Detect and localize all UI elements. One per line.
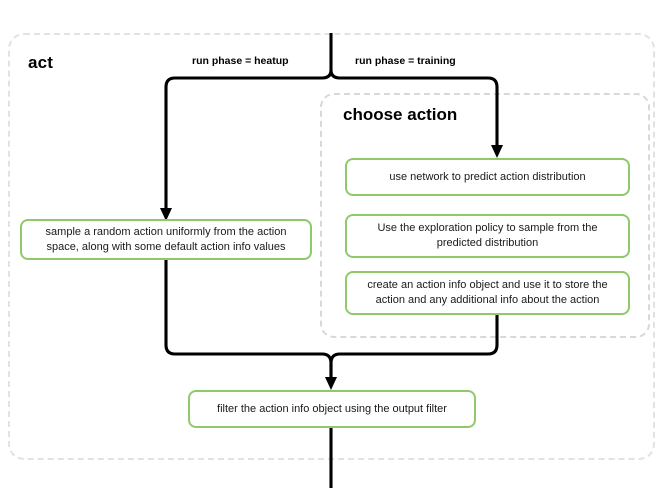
node-use-network-predict[interactable]: use network to predict action distributi… bbox=[345, 158, 630, 196]
choose-action-container-title: choose action bbox=[343, 105, 458, 124]
node-filter-output[interactable]: filter the action info object using the … bbox=[188, 390, 476, 428]
edge-label-heatup: run phase = heatup bbox=[192, 55, 289, 67]
act-container-title: act bbox=[28, 53, 54, 72]
edge-label-training: run phase = training bbox=[355, 55, 456, 67]
node-sample-random-action[interactable]: sample a random action uniformly from th… bbox=[20, 219, 312, 260]
node-create-action-info[interactable]: create an action info object and use it … bbox=[345, 271, 630, 315]
node-exploration-policy-sample[interactable]: Use the exploration policy to sample fro… bbox=[345, 214, 630, 258]
